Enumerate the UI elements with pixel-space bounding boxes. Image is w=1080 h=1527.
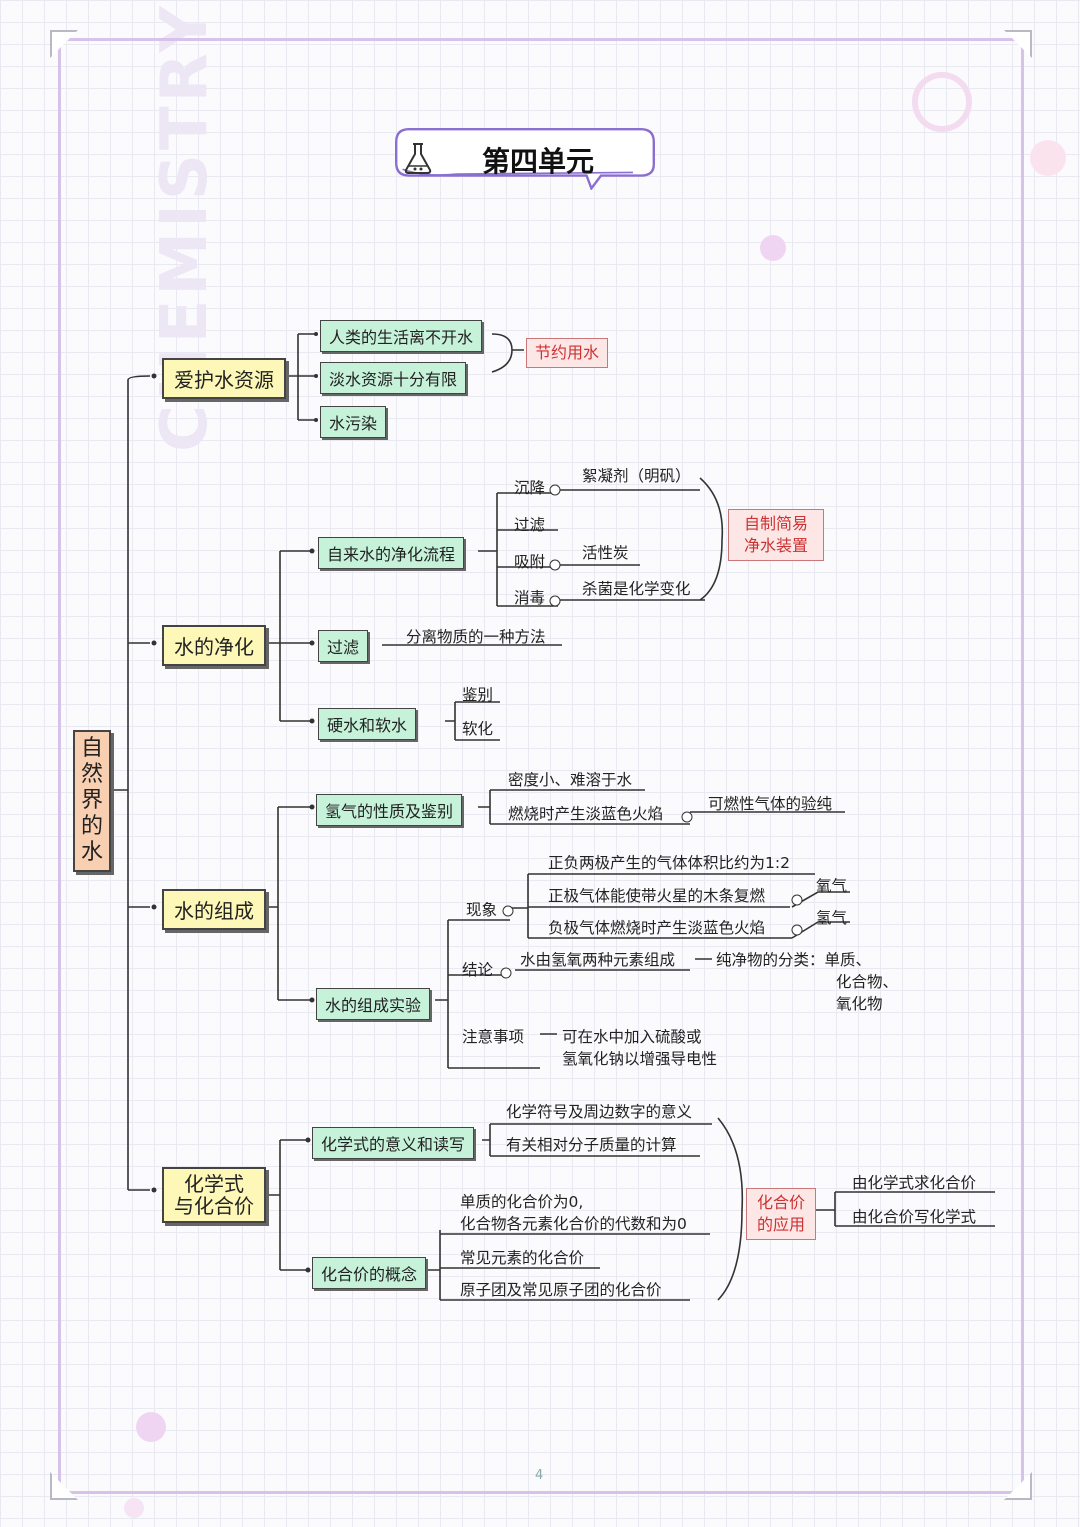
branch-formula-label2: 与化合价 [174,1194,254,1218]
sub-tap-water-process[interactable]: 自来水的净化流程 [318,537,465,569]
application-1: 由化学式求化合价 [852,1174,977,1192]
label-phenomena: 现象 [466,901,498,919]
phenomenon-anode: 正极气体能使带火星的木条复燃 [548,887,766,905]
sun-doodle-icon [912,72,972,132]
classification-line1: 纯净物的分类：单质、 [716,951,872,969]
deco-circle [1030,140,1066,176]
hydrogen-purity-test: 可燃性气体的验纯 [708,795,833,813]
page-number: 4 [535,1468,544,1483]
filtration-note: 分离物质的一种方法 [406,628,546,646]
branch-composition[interactable]: 水的组成 [162,889,266,930]
hydrogen-flame: 燃烧时产生淡蓝色火焰 [508,805,664,823]
application-2: 由化合价写化学式 [852,1208,977,1226]
result-diy-purifier: 自制简易净水装置 [728,509,824,561]
gas-oxygen: 氧气 [816,877,848,895]
detail-sterilization: 杀菌是化学变化 [582,580,691,598]
sub-formula-meaning[interactable]: 化学式的意义和读写 [312,1127,475,1159]
item-identify: 鉴别 [462,686,494,704]
sub-hard-soft-water[interactable]: 硬水和软水 [318,708,417,740]
page-title: 第四单元 [482,145,595,178]
deco-circle [136,1412,166,1442]
detail-activated-carbon: 活性炭 [582,544,629,562]
hydrogen-density: 密度小、难溶于水 [508,771,633,789]
classification-line2: 化合物、 [836,973,899,991]
classification-line3: 氧化物 [836,995,883,1013]
label-notes: 注意事项 [462,1028,525,1046]
root-node: 自然界的水 [73,730,111,872]
result-save-water: 节约用水 [526,338,609,368]
gas-hydrogen: 氢气 [816,909,848,927]
valence-radicals: 原子团及常见原子团的化合价 [460,1281,662,1299]
step-sedimentation: 沉降 [514,479,546,497]
flask-icon [404,143,432,174]
valence-common: 常见元素的化合价 [460,1249,585,1267]
step-adsorption: 吸附 [514,553,546,571]
branch-formula-label1: 化学式 [184,1172,244,1196]
formula-molar-mass: 有关相对分子质量的计算 [506,1136,677,1154]
branch-purification[interactable]: 水的净化 [162,625,266,666]
page-frame [58,38,1024,1494]
title-banner [395,128,655,190]
result-valence-application: 化合价的应用 [746,1188,816,1240]
notes-line2: 氢氧化钠以增强导电性 [562,1050,718,1068]
sub-electrolysis[interactable]: 水的组成实验 [316,988,431,1020]
sub-fresh-water-limited[interactable]: 淡水资源十分有限 [320,362,467,394]
phenomenon-cathode: 负极气体燃烧时产生淡蓝色火焰 [548,919,766,937]
deco-circle [124,1498,144,1518]
sub-filtration[interactable]: 过滤 [318,630,369,662]
step-filtration: 过滤 [514,516,546,534]
sub-hydrogen[interactable]: 氢气的性质及鉴别 [316,794,463,826]
phenomenon-ratio: 正负两极产生的气体体积比约为1:2 [548,854,790,872]
branch-protect-water[interactable]: 爱护水资源 [162,358,286,399]
conclusion-text: 水由氢氧两种元素组成 [520,951,676,969]
sub-valence-concept[interactable]: 化合价的概念 [312,1257,427,1289]
label-conclusion: 结论 [462,961,494,979]
deco-circle [760,235,786,261]
item-soften: 软化 [462,720,494,738]
notes-line1: 可在水中加入硫酸或 [562,1028,702,1046]
branch-formula-valence[interactable]: 化学式 与化合价 [162,1167,266,1223]
step-disinfection: 消毒 [514,589,546,607]
valence-rule-2: 化合物各元素化合价的代数和为0 [460,1215,687,1233]
sub-water-essential[interactable]: 人类的生活离不开水 [320,320,483,352]
valence-rule-1: 单质的化合价为0, [460,1193,584,1211]
detail-flocculant: 絮凝剂（明矾） [582,467,691,485]
sub-water-pollution[interactable]: 水污染 [320,406,387,438]
formula-symbols: 化学符号及周边数字的意义 [506,1103,693,1121]
